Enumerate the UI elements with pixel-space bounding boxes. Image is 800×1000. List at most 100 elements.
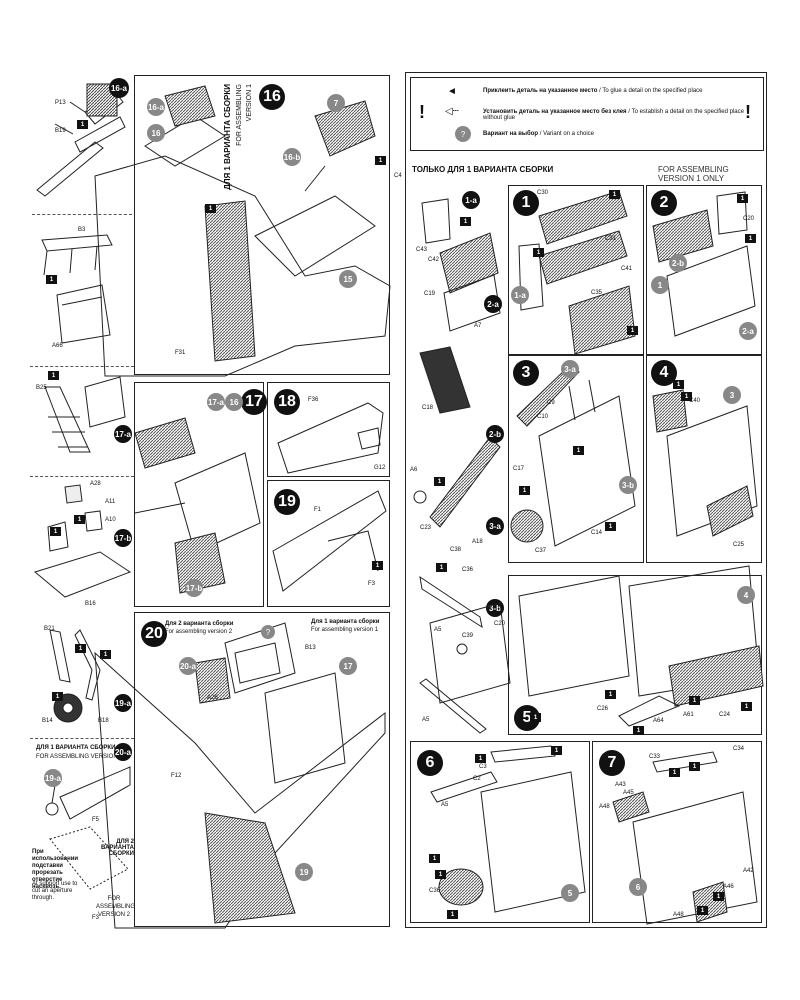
version1-only-heading-en: FOR ASSEMBLING VERSION 1 ONLY bbox=[658, 165, 729, 183]
part-label: A48 bbox=[673, 912, 684, 918]
glue-mark: 1 bbox=[609, 190, 620, 199]
step-2b-3a-3b-panel: C18 A6 1 2-b 3-a C23 C38 C36 A18 1 3-b C… bbox=[410, 327, 506, 657]
part-label: C41 bbox=[621, 266, 633, 272]
engine-block-drawing bbox=[518, 190, 636, 355]
version2-heading-ru: ДЛЯ 2 ВАРИАНТА СБОРКИ bbox=[101, 839, 134, 857]
part-label: A48 bbox=[599, 804, 610, 810]
part-label: C36 bbox=[429, 888, 441, 894]
step-2b-badge: 2-b bbox=[486, 425, 504, 443]
step-6-ref: 6 bbox=[629, 878, 647, 896]
gun-barrel-drawing bbox=[36, 83, 126, 197]
part-17-ref: 17 bbox=[339, 657, 357, 675]
version2-label-en: For assembling version 2 bbox=[165, 629, 233, 635]
glue-mark: 1 bbox=[689, 762, 700, 771]
step-20-frame: 20 Для 2 варианта сборки For assembling … bbox=[94, 612, 390, 929]
part-label: A26 bbox=[207, 695, 218, 701]
glue-mark: 1 bbox=[745, 234, 756, 243]
glue-mark: 1 bbox=[633, 726, 644, 735]
engine-assembly-5-drawing bbox=[518, 565, 764, 727]
glue-mark: 1 bbox=[741, 702, 752, 711]
step-b-panel: B3 A66 1 bbox=[32, 214, 132, 355]
step-17a-ref: 17-a bbox=[207, 393, 225, 411]
part-label: B3 bbox=[78, 227, 86, 233]
part-label: C39 bbox=[462, 633, 474, 639]
step-1-ref: 1 bbox=[651, 276, 669, 294]
version1-only-heading-ru: ТОЛЬКО ДЛЯ 1 ВАРИАНТА СБОРКИ bbox=[412, 165, 554, 174]
version1-label-ru: Для 1 варианта сборки bbox=[311, 619, 380, 625]
part-label: A18 bbox=[472, 539, 483, 545]
part-label: C20 bbox=[743, 216, 755, 222]
part-label: F1 bbox=[314, 507, 322, 513]
glue-mark: 1 bbox=[434, 477, 445, 486]
step-5-badge: 5 bbox=[514, 705, 540, 731]
part-label: C20 bbox=[494, 621, 506, 627]
bracket-drawing bbox=[41, 234, 113, 344]
step-20a-badge: 20-a bbox=[114, 743, 132, 761]
glue-mark: 1 bbox=[429, 854, 440, 863]
part-label: C10 bbox=[537, 414, 549, 420]
step-2b-ref: 2-b bbox=[669, 254, 687, 272]
part-label: C34 bbox=[733, 746, 745, 752]
glue-mark: 1 bbox=[205, 204, 216, 213]
part-label: C17 bbox=[513, 466, 525, 472]
glue-mark: 1 bbox=[447, 910, 458, 919]
glue-mark: 1 bbox=[713, 892, 724, 901]
step-1a-ref: 1-a bbox=[511, 286, 529, 304]
part-label: A46 bbox=[723, 884, 734, 890]
part-label: F5 bbox=[92, 817, 100, 823]
part-label: C25 bbox=[733, 542, 745, 548]
glue-mark: 1 bbox=[435, 870, 446, 879]
step-16-ref: 16 bbox=[147, 124, 165, 142]
step-1a-2a-panel: 1-a C43 C42 1 C19 A7 2-a bbox=[410, 183, 506, 353]
glue-mark: 1 bbox=[519, 486, 530, 495]
part-label: C2 bbox=[473, 776, 481, 782]
glue-arrow-icon: ◄ bbox=[447, 86, 457, 97]
stand-drawing bbox=[44, 376, 126, 453]
version1-heading-en: FOR ASSEMBLING VERSION 1 bbox=[36, 754, 123, 760]
glue-mark: 1 bbox=[475, 754, 486, 763]
part-label: B13 bbox=[305, 645, 316, 651]
part-label: F3 bbox=[92, 915, 100, 921]
glue-mark: 1 bbox=[46, 275, 57, 284]
glue-mark: 1 bbox=[50, 527, 61, 536]
glue-mark: 1 bbox=[689, 696, 700, 705]
step-2a-badge: 2-a bbox=[484, 295, 502, 313]
step-16b-ref: 16-b bbox=[283, 148, 301, 166]
step-20a-panel: ДЛЯ 1 ВАРИАНТА СБОРКИ FOR ASSEMBLING VER… bbox=[30, 738, 135, 931]
glue-mark: 1 bbox=[681, 392, 692, 401]
part-label: A7 bbox=[474, 323, 482, 329]
engine-assembly-4-drawing bbox=[652, 389, 758, 537]
part-label: C18 bbox=[422, 405, 434, 411]
part-label: G12 bbox=[374, 465, 386, 471]
warning-icon: ! bbox=[419, 102, 425, 122]
glue-mark: 1 bbox=[533, 248, 544, 257]
step-19a-badge: 19-a bbox=[114, 694, 132, 712]
step-16-vertical-ru: ДЛЯ 1 ВАРИАНТА СБОРКИ bbox=[223, 84, 232, 190]
part-label: F12 bbox=[171, 773, 182, 779]
step-5-lower-panel: A5 5 1 bbox=[410, 602, 541, 734]
step-3-frame: 3 3-a C9 C10 C17 C14 3-b C37 1 1 1 bbox=[508, 355, 644, 563]
legend-choice: Вариант на выбор / Variant on a choice bbox=[483, 131, 595, 137]
part-label: A61 bbox=[683, 712, 694, 718]
glue-mark: 1 bbox=[48, 371, 59, 380]
step-4-frame: 4 C40 3 C25 1 1 bbox=[646, 355, 762, 563]
part-label: A28 bbox=[90, 481, 101, 487]
glue-mark: 1 bbox=[673, 380, 684, 389]
glue-mark: 1 bbox=[530, 713, 541, 722]
step-17b-panel: A28 A11 A10 B16 1 1 17-b bbox=[30, 476, 134, 612]
part-label: A10 bbox=[105, 517, 116, 523]
part-label: A45 bbox=[623, 790, 634, 796]
part-label: B14 bbox=[42, 718, 53, 724]
step-16-vertical-en1: FOR ASSEMBLING bbox=[236, 84, 243, 146]
part-label: P13 bbox=[55, 100, 66, 106]
exhaust-parts-drawing bbox=[421, 198, 501, 332]
legend-noglue: Установить деталь на указанное место без… bbox=[483, 109, 744, 121]
step-3-badge: 3 bbox=[513, 360, 539, 386]
glue-mark: 1 bbox=[375, 156, 386, 165]
engine-assembly-3-drawing bbox=[510, 365, 636, 547]
part-label: C14 bbox=[591, 530, 603, 536]
glue-mark: 1 bbox=[605, 690, 616, 699]
step-19a-panel: B21 B14 B18 1 1 1 19-a bbox=[30, 620, 134, 730]
glue-mark: 1 bbox=[551, 746, 562, 755]
step-3a-ref: 3-a bbox=[561, 360, 579, 378]
